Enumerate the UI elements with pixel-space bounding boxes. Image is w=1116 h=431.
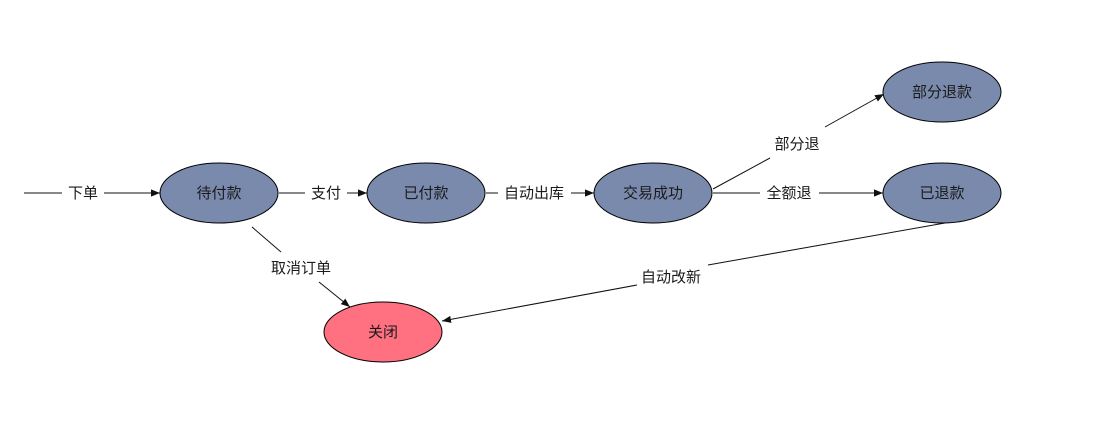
edge-partial-refund: 部分退: [712, 93, 885, 190]
node-success: 交易成功: [593, 162, 713, 224]
node-ellipse: [159, 162, 279, 224]
node-ellipse: [323, 301, 443, 363]
edge-cancel-order: 取消订单: [251, 226, 351, 308]
edge-pay: 支付: [279, 184, 367, 202]
node-ellipse: [593, 162, 713, 224]
node-paid: 已付款: [366, 162, 486, 224]
node-label-closed: 关闭: [368, 323, 398, 341]
node-label-pending-payment: 待付款: [196, 184, 241, 202]
edge-label-cancel-order: 取消订单: [271, 259, 331, 277]
node-label-partial-refund: 部分退款: [912, 83, 972, 101]
edge-label-partial-refund: 部分退: [774, 135, 819, 153]
edge-auto-change: 自动改新: [441, 222, 946, 323]
edge-line: [251, 226, 282, 253]
node-label-refunded: 已退款: [919, 184, 964, 202]
edge-arrow: [318, 281, 351, 308]
node-pending-payment: 待付款: [159, 162, 279, 224]
edge-arrow: [441, 284, 638, 323]
edge-label-pay: 支付: [311, 184, 341, 202]
edge-line: [712, 157, 771, 190]
edge-place-order: 下单: [24, 184, 160, 202]
edge-auto-outbound: 自动出库: [486, 184, 594, 202]
edge-label-full-refund: 全额退: [766, 184, 811, 202]
node-closed: 关闭: [323, 301, 443, 363]
node-ellipse: [882, 61, 1002, 123]
node-refunded: 已退款: [882, 162, 1002, 224]
edge-label-place-order: 下单: [68, 184, 98, 202]
edge-full-refund: 全额退: [713, 184, 883, 202]
node-ellipse: [882, 162, 1002, 224]
node-partial-refund: 部分退款: [882, 61, 1002, 123]
node-ellipse: [366, 162, 486, 224]
edge-arrow: [824, 93, 885, 128]
edge-label-auto-change: 自动改新: [641, 268, 701, 286]
edge-label-auto-outbound: 自动出库: [504, 184, 564, 202]
node-label-success: 交易成功: [623, 184, 683, 202]
node-label-paid: 已付款: [403, 184, 448, 202]
edge-line: [707, 222, 946, 266]
